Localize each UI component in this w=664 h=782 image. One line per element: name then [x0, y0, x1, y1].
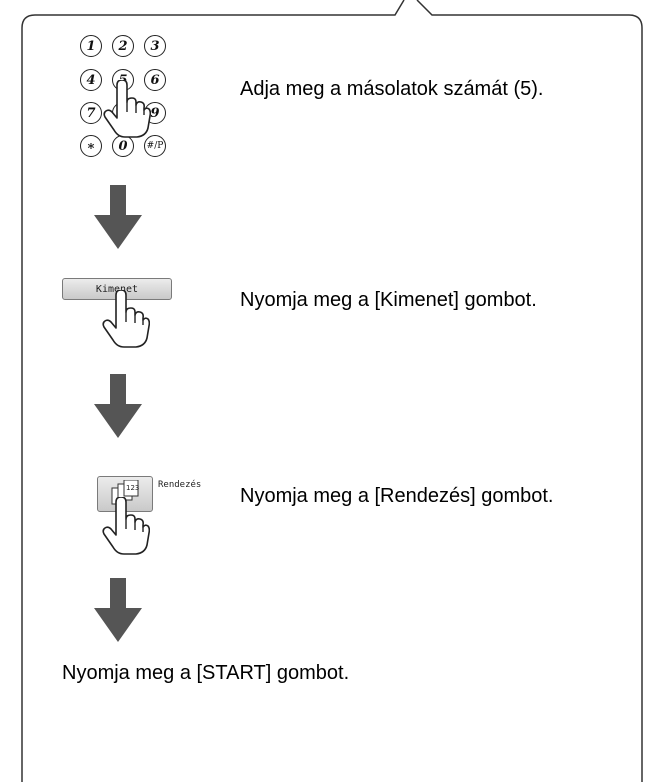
key-1: 1 — [80, 35, 102, 57]
sort-button: 123 — [97, 476, 153, 512]
key-hash-p: #/P — [144, 135, 166, 157]
key-2: 2 — [112, 35, 134, 57]
key-4: 4 — [80, 69, 102, 91]
pointing-hand-icon — [102, 290, 150, 348]
pointing-hand-icon — [103, 80, 151, 138]
step-4-text: Nyomja meg a [START] gombot. — [62, 662, 350, 684]
pointing-hand-icon — [102, 497, 150, 555]
svg-text:123: 123 — [126, 484, 139, 492]
key-asterisk: ∗ — [80, 135, 102, 157]
key-6: 6 — [144, 69, 166, 91]
key-3: 3 — [144, 35, 166, 57]
sort-button-label: Rendezés — [158, 480, 202, 490]
step-3-text: Nyomja meg a [Rendezés] gombot. — [240, 485, 554, 507]
sort-icon: 123 — [111, 480, 139, 505]
step-2-text: Nyomja meg a [Kimenet] gombot. — [240, 289, 537, 311]
down-arrow-icon — [94, 185, 142, 249]
down-arrow-icon — [94, 578, 142, 642]
step-1-text: Adja meg a másolatok számát (5). — [240, 78, 544, 100]
down-arrow-icon — [94, 374, 142, 438]
key-7: 7 — [80, 102, 102, 124]
